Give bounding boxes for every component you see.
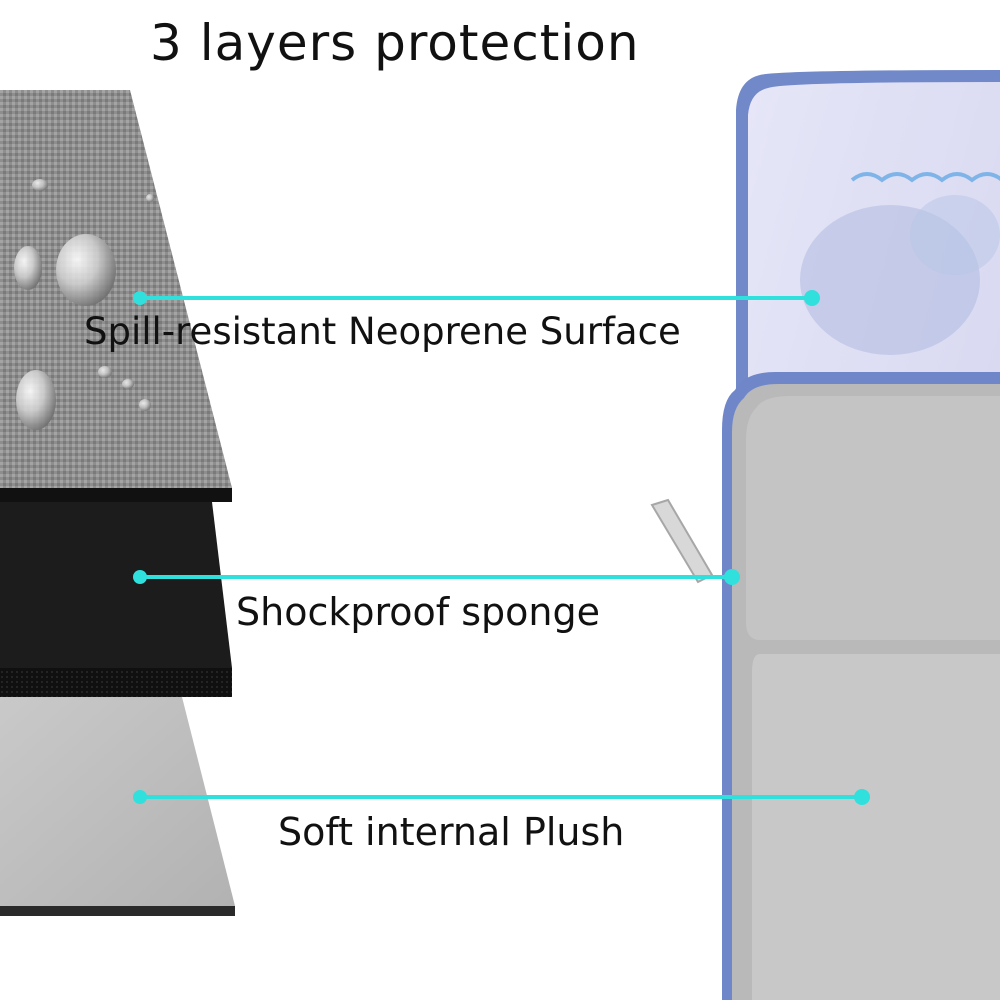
callout-dot-right (854, 789, 870, 805)
zipper-pull (650, 498, 714, 584)
layer-label-plush: Soft internal Plush (278, 810, 625, 854)
layer-label-sponge: Shockproof sponge (236, 590, 600, 634)
plush-layer (0, 697, 235, 916)
page-title: 3 layers protection (150, 14, 640, 72)
callout-line-2 (133, 569, 740, 585)
laptop-sleeve (650, 70, 1000, 1000)
callout-line-3 (133, 789, 870, 805)
sleeve-floral-print (800, 195, 1000, 355)
sponge-layer (0, 502, 232, 697)
callout-dot-right (724, 569, 740, 585)
neoprene-layer (0, 90, 232, 502)
callout-line-1 (133, 290, 820, 306)
water-droplets (14, 179, 154, 430)
layer-label-neoprene: Spill-resistant Neoprene Surface (84, 310, 681, 353)
callout-dot-left (133, 790, 147, 804)
sleeve-brand-logo (850, 172, 1000, 183)
callout-dot-left (133, 570, 147, 584)
callout-dot-left (133, 291, 147, 305)
callout-dot-right (804, 290, 820, 306)
